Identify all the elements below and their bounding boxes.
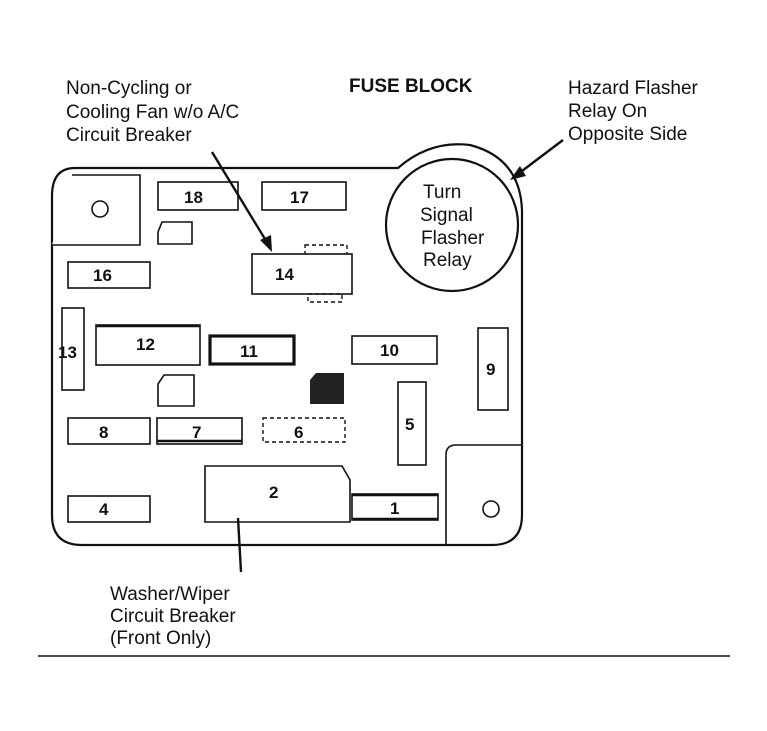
fuse-12: 12 <box>95 324 201 366</box>
svg-text:16: 16 <box>93 266 112 285</box>
svg-text:5: 5 <box>405 415 414 434</box>
svg-text:2: 2 <box>269 483 278 502</box>
fuse-7: 7 <box>156 417 243 445</box>
arrowhead-non-cycling <box>260 235 272 252</box>
callout-non-cycling: Non-Cycling or Cooling Fan w/o A/C Circu… <box>66 78 244 146</box>
mount-tab-bottom-right <box>445 444 522 545</box>
fuse-11: 11 <box>208 334 296 366</box>
turn-signal-flasher-relay <box>384 157 520 293</box>
mount-hole-bottom-right <box>482 500 500 518</box>
circuit-breaker-2: 2 <box>204 465 351 523</box>
svg-text:12: 12 <box>136 335 155 354</box>
svg-text:14: 14 <box>275 265 294 284</box>
svg-text:13: 13 <box>58 343 77 362</box>
fuse-16: 16 <box>67 261 151 289</box>
svg-text:11: 11 <box>240 342 258 361</box>
svg-text:17: 17 <box>290 188 309 207</box>
callout-washer-leader <box>236 517 243 573</box>
svg-text:1: 1 <box>390 499 399 518</box>
svg-text:4: 4 <box>99 500 109 519</box>
fuse-9: 9 <box>477 327 509 411</box>
svg-text:8: 8 <box>99 423 108 442</box>
callout-washer-wiper: Washer/Wiper Circuit Breaker (Front Only… <box>110 584 241 649</box>
diagram-title: FUSE BLOCK <box>349 76 473 97</box>
callout-non-cycling-leader <box>210 151 270 245</box>
mount-hole-top-left <box>91 200 109 218</box>
fuse-18: 18 <box>157 181 239 211</box>
svg-text:6: 6 <box>294 423 303 442</box>
fuse-13: 13 <box>58 307 85 391</box>
arrowhead-hazard <box>510 166 526 180</box>
connector-block <box>310 373 344 404</box>
turn-signal-label: Turn Signal Flasher Relay <box>420 182 490 271</box>
svg-text:10: 10 <box>380 341 399 360</box>
fuse-10: 10 <box>351 335 438 365</box>
svg-text:9: 9 <box>486 360 495 379</box>
small-relay-middle <box>157 374 195 407</box>
fuse-4: 4 <box>67 495 151 523</box>
svg-text:7: 7 <box>192 423 201 442</box>
callout-hazard-flasher: Hazard Flasher Relay On Opposite Side <box>568 78 703 145</box>
fuse-5: 5 <box>397 381 427 466</box>
fuse-1: 1 <box>351 493 439 521</box>
circuit-breaker-14: 14 <box>251 244 353 303</box>
fuse-17: 17 <box>261 181 347 211</box>
svg-text:18: 18 <box>184 188 203 207</box>
fuse-8: 8 <box>67 417 151 445</box>
small-relay-top <box>157 221 193 245</box>
fuse-6: 6 <box>262 417 346 443</box>
callout-hazard-leader <box>517 139 564 175</box>
